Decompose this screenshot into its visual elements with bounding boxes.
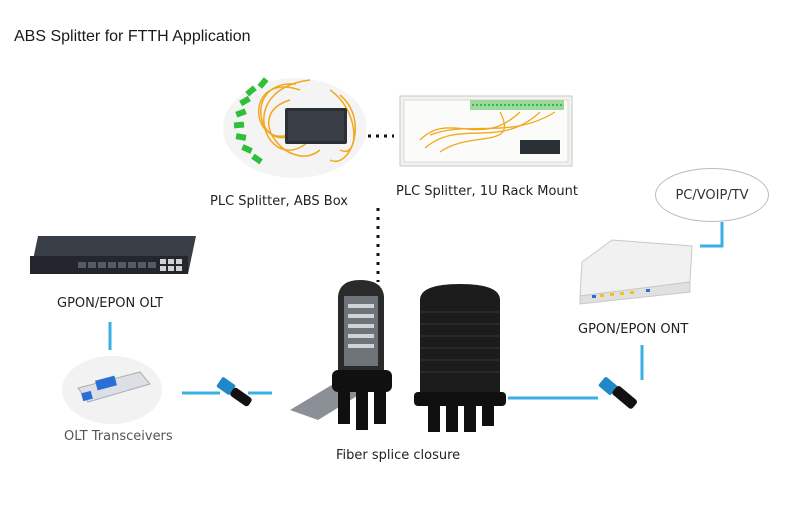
sc-connector-right-image bbox=[598, 377, 637, 409]
fiber-splice-closure-image bbox=[290, 280, 506, 432]
client-devices-bubble: PC/VOIP/TV bbox=[655, 168, 769, 222]
link-ont-to-client bbox=[700, 222, 724, 248]
label-plc-abs-splitter: PLC Splitter, ABS Box bbox=[210, 194, 348, 209]
olt-transceiver-image bbox=[62, 356, 162, 424]
label-fiber-splice-closure: Fiber splice closure bbox=[336, 448, 461, 463]
page-title: ABS Splitter for FTTH Application bbox=[14, 28, 251, 45]
label-plc-rack-splitter: PLC Splitter, 1U Rack Mount bbox=[396, 184, 579, 199]
label-olt: GPON/EPON OLT bbox=[57, 296, 164, 311]
label-client-devices: PC/VOIP/TV bbox=[675, 187, 749, 203]
connection-lines bbox=[108, 134, 724, 400]
label-ont: GPON/EPON ONT bbox=[578, 322, 689, 337]
sc-connector-left-image bbox=[216, 377, 252, 407]
ont-device-image bbox=[579, 239, 693, 305]
olt-device-image bbox=[30, 236, 196, 274]
plc-abs-splitter-image bbox=[223, 77, 367, 178]
label-olt-transceivers: OLT Transceivers bbox=[64, 429, 173, 444]
plc-rack-splitter-image bbox=[399, 95, 573, 167]
